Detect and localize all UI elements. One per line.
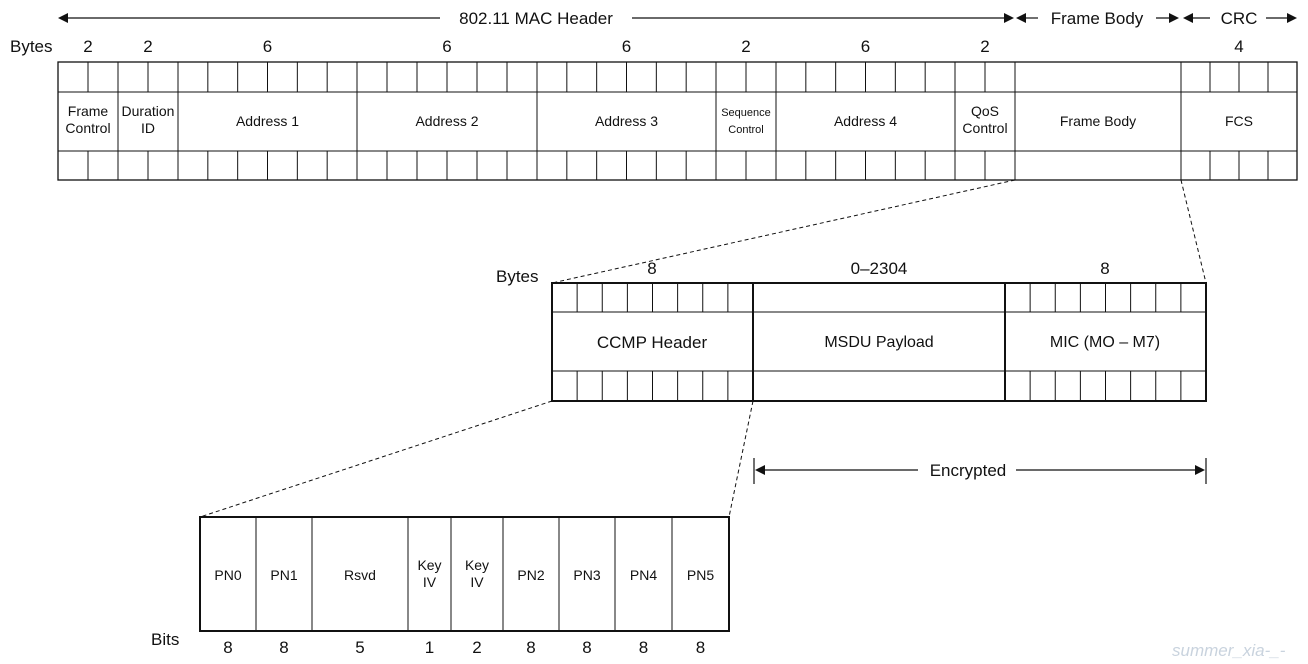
mac-field-label: Address 1 [236, 113, 299, 129]
mac-field-label: Address 3 [595, 113, 658, 129]
zoom-line-left [551, 179, 1016, 284]
mac-field-bytes: 4 [1234, 37, 1243, 56]
ccmp-header-field-7: PN3 8 [558, 517, 601, 657]
bits-label: Bits [151, 630, 179, 649]
mac-field-label: Control [728, 124, 763, 136]
ccmp-header-bytes: 8 [647, 259, 656, 278]
mac-field-label: Control [962, 120, 1007, 136]
bit-field-label: Key [417, 557, 441, 573]
mac-field-label: ID [141, 120, 155, 136]
mac-field-3: Address 1 6 [177, 37, 328, 180]
ccmp-header-field-9: PN5 8 [671, 517, 714, 657]
ccmp-header-field: CCMP Header [597, 333, 708, 352]
mac-field-label: Control [65, 120, 110, 136]
mac-field-label: Frame Body [1060, 113, 1136, 129]
ccmp-header-field-1: PN0 8 [214, 567, 241, 657]
ccmp-header-field-8: PN4 8 [614, 517, 657, 657]
bit-field-width: 1 [425, 638, 434, 657]
bit-field-label: Rsvd [344, 567, 376, 583]
bit-field-width: 8 [223, 638, 232, 657]
crc-span-arrow: CRC [1183, 9, 1297, 28]
mac-field-label: QoS [971, 103, 999, 119]
mac-field-bytes: 6 [861, 37, 870, 56]
ccmp-frame: CCMP Header MSDU Payload MIC (MO – M7) 8… [551, 259, 1207, 402]
bit-field-width: 8 [526, 638, 535, 657]
ccmp-header-field-6: PN2 8 [502, 517, 545, 657]
mac-field-bytes: 6 [442, 37, 451, 56]
frame-body-span-arrow: Frame Body [1016, 9, 1179, 28]
bit-field-label: PN1 [270, 567, 297, 583]
mac-field-label: Sequence [721, 107, 771, 119]
mac-field-bytes: 2 [741, 37, 750, 56]
bit-field-label: PN2 [517, 567, 544, 583]
bit-field-label: IV [470, 574, 484, 590]
mac-field-bytes: 6 [622, 37, 631, 56]
mac-field-bytes: 2 [980, 37, 989, 56]
bit-field-width: 2 [472, 638, 481, 657]
mac-field-label: Address 2 [415, 113, 478, 129]
msdu-payload-bytes: 0–2304 [851, 259, 908, 278]
mac-field-bytes: 6 [263, 37, 272, 56]
mac-field-10: FCS 4 [1180, 37, 1269, 180]
bit-field-label: IV [423, 574, 437, 590]
bit-field-width: 8 [582, 638, 591, 657]
bit-field-label: PN5 [687, 567, 714, 583]
mac-field-5: Address 3 6 [536, 37, 687, 180]
bit-field-label: PN0 [214, 567, 241, 583]
ccmp-bytes-label: Bytes [496, 267, 539, 286]
mac-field-label: Frame [68, 103, 109, 119]
ccmp-header-bits: PN08PN18Rsvd5KeyIV1KeyIV2PN28PN38PN48PN5… [199, 516, 730, 657]
zoom-line-bottom-right [728, 400, 754, 518]
mac-field-label: Address 4 [834, 113, 897, 129]
bytes-label: Bytes [10, 37, 53, 56]
bit-field-label: PN3 [573, 567, 600, 583]
bit-field-label: PN4 [630, 567, 657, 583]
bit-field-width: 5 [355, 638, 364, 657]
bit-field-width: 8 [696, 638, 705, 657]
mac-field-bytes: 2 [143, 37, 152, 56]
mac-field-bytes: 2 [83, 37, 92, 56]
ccmp-header-field-3: Rsvd 5 [311, 517, 376, 657]
mac-header-label: 802.11 MAC Header [459, 9, 613, 28]
bit-field-width: 8 [639, 638, 648, 657]
mac-field-7: Address 4 6 [775, 37, 926, 180]
encrypted-span-arrow: Encrypted [753, 458, 1207, 484]
mic-bytes: 8 [1100, 259, 1109, 278]
mac-field-4: Address 2 6 [356, 37, 508, 180]
encrypted-label: Encrypted [930, 461, 1007, 480]
watermark: summer_xia-_- [1172, 641, 1286, 660]
mic-field: MIC (MO – M7) [1050, 334, 1160, 351]
frame-body-header-label: Frame Body [1051, 9, 1144, 28]
ccmp-header-field-2: PN1 8 [255, 517, 298, 657]
mac-field-label: Duration [122, 103, 175, 119]
zoom-line-bottom-left [199, 400, 553, 518]
mac-header-span-arrow: 802.11 MAC Header [58, 9, 1014, 28]
mac-field-label: FCS [1225, 113, 1253, 129]
msdu-payload-field: MSDU Payload [824, 334, 933, 351]
crc-label: CRC [1221, 9, 1258, 28]
bit-field-width: 8 [279, 638, 288, 657]
bit-field-label: Key [465, 557, 489, 573]
mac-field-9: Frame Body [1014, 62, 1136, 180]
zoom-line-right [1180, 179, 1207, 284]
